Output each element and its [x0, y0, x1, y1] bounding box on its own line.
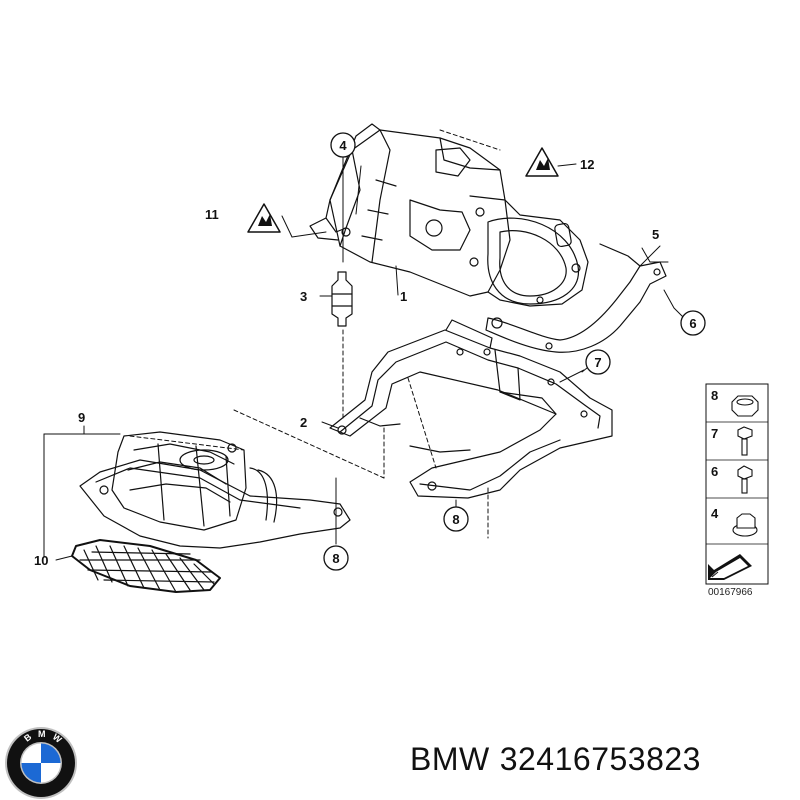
flange-nut-icon [732, 513, 758, 537]
legend-number-7: 7 [711, 426, 718, 441]
reference-number: 00167966 [708, 587, 753, 598]
direction-arrow-icon [708, 554, 752, 580]
callout-label-12: 12 [580, 157, 594, 172]
hardware-legend: 8 7 6 4 [705, 383, 769, 585]
hex-nut-icon [731, 395, 759, 417]
callout-label-1: 1 [400, 289, 407, 304]
pump-motor [309, 123, 589, 307]
part-number: 32416753823 [499, 741, 701, 777]
bmw-logo: B M W [5, 727, 77, 799]
svg-text:M: M [38, 729, 46, 739]
brand-name: BMW [410, 741, 490, 777]
hex-bolt-icon [737, 426, 753, 456]
callout-label-4: 4 [339, 138, 347, 153]
legend-number-4: 4 [711, 506, 719, 521]
fan-housing [79, 431, 351, 549]
callout-label-6: 6 [689, 316, 696, 331]
callout-label-3: 3 [300, 289, 307, 304]
callout-label-8-bracket: 8 [452, 512, 459, 527]
callout-label-2: 2 [300, 415, 307, 430]
callout-label-5: 5 [652, 227, 659, 242]
callout-8-bracket [443, 506, 469, 532]
warning-triangle-icon-12 [525, 147, 559, 177]
callout-label-9: 9 [78, 410, 85, 425]
callout-4 [330, 132, 356, 158]
leader-lines [43, 129, 685, 561]
callout-label-10: 10 [34, 553, 48, 568]
callout-label-8-housing: 8 [332, 551, 339, 566]
callout-7 [585, 349, 611, 375]
warning-triangle-icon-11 [247, 203, 281, 233]
callout-label-11: 11 [205, 207, 219, 222]
callout-8-housing [323, 545, 349, 571]
callout-6 [680, 310, 706, 336]
svg-text:B: B [22, 731, 34, 743]
legend-number-6: 6 [711, 464, 718, 479]
mounting-bracket [329, 319, 613, 499]
callout-label-7: 7 [594, 355, 601, 370]
rubber-mount [331, 271, 353, 327]
support-arm [485, 243, 667, 353]
legend-number-8: 8 [711, 388, 718, 403]
torx-bolt-icon [737, 465, 753, 494]
fan-grille [71, 539, 221, 593]
